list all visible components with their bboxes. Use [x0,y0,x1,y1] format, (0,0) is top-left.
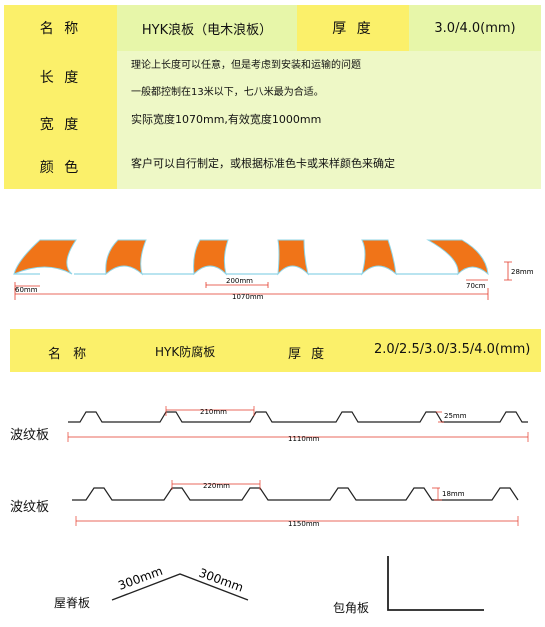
thickness-value-2: 2.0/2.5/3.0/3.5/4.0(mm) [374,342,531,357]
thickness-value-cell: 3.0/4.0(mm) [409,5,541,51]
width-text-cell: 实际宽度1070mm,有效宽度1000mm [117,103,541,145]
color-text: 客户可以自行制定，或根据标准色卡或来样颜色来确定 [131,157,395,170]
trapezoid-2-pitch: 220mm [203,482,230,490]
wave-board-diagram: 60mm 200mm 1070mm 70cm 28mm [13,239,534,301]
trapezoid-2-total: 1150mm [288,520,320,528]
wave-crest [13,239,77,275]
name-label-cell: 名 称 [4,5,117,51]
wave-crest [426,239,489,276]
wave-crest [105,239,147,276]
length-text-2: 一般都控制在13米以下，七八米最为合适。 [131,87,324,98]
corner-label: 包角板 [333,601,370,615]
length-label-cell: 长 度 [4,51,117,103]
dim-70: 70cm [466,282,486,290]
dim-200: 200mm [226,277,253,285]
wave-crests [13,239,489,276]
width-label: 宽 度 [39,117,82,133]
length-text-1: 理论上长度可以任意，但是考虑到安装和运输的问题 [131,60,361,71]
width-text: 实际宽度1070mm,有效宽度1000mm [131,113,322,126]
color-label: 颜 色 [39,160,82,176]
ridge-board-diagram: 300mm 300mm [111,564,249,601]
trapezoid-1-total: 1110mm [288,435,320,443]
color-text-cell: 客户可以自行制定，或根据标准色卡或来样颜色来确定 [117,145,541,189]
name-label: 名 称 [39,21,82,37]
wave-crest [193,239,229,276]
trapezoid-1-height: 25mm [444,412,467,420]
width-label-cell: 宽 度 [4,103,117,145]
trapezoid-2-label: 波纹板 [10,500,50,515]
ridge-label: 屋脊板 [54,596,91,610]
ridge-line [111,573,249,601]
thickness-value: 3.0/4.0(mm) [434,20,516,36]
wave-crest [277,239,309,276]
dim-1070: 1070mm [232,293,264,301]
wave-crest [361,239,397,276]
trapezoid-1-profile: 210mm 25mm 1110mm [67,406,529,443]
trapezoid-2-line [72,487,519,501]
length-text-cell: 理论上长度可以任意，但是考虑到安装和运输的问题 一般都控制在13米以下，七八米最… [117,51,541,103]
trapezoid-1-pitch: 210mm [200,408,227,416]
trapezoid-1-label: 波纹板 [10,428,50,443]
name-value-2: HYK防腐板 [155,345,216,359]
corner-line [387,556,484,611]
dim-60: 60mm [15,286,38,294]
thickness-label: 厚 度 [332,21,374,37]
dim-28: 28mm [511,268,534,276]
color-label-cell: 颜 色 [4,145,117,189]
trapezoid-2-height: 18mm [442,490,465,498]
name-value: HYK浪板（电木浪板） [141,22,273,38]
thickness-label-cell: 厚 度 [297,5,409,51]
thickness-label-2: 厚 度 [288,347,328,362]
name-label-2: 名 称 [48,347,91,362]
corner-board-diagram [387,556,484,611]
trapezoid-2-profile: 220mm 18mm 1150mm [72,480,519,528]
spec-table-anticorrosion: 名 称 HYK防腐板 厚 度 2.0/2.5/3.0/3.5/4.0(mm) [10,329,541,372]
length-label: 长 度 [39,70,82,86]
trapezoid-1-line [68,411,528,423]
name-value-cell: HYK浪板（电木浪板） [117,5,297,51]
